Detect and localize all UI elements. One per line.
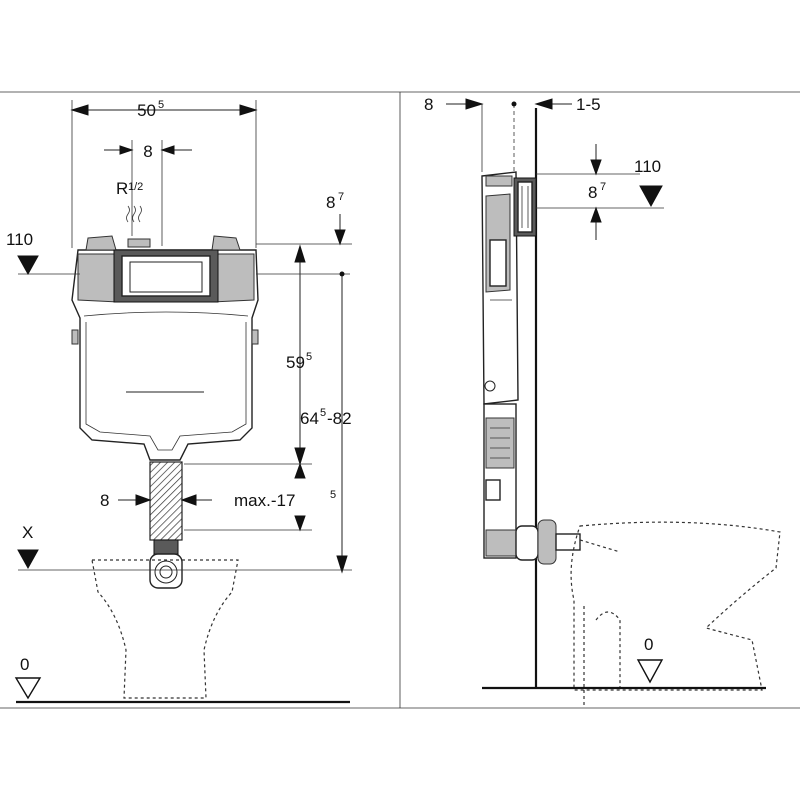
cistern-front xyxy=(71,196,259,461)
level-110-left-label: 110 xyxy=(6,230,33,249)
max-length-label: max.-17 xyxy=(234,491,295,510)
height-range-label-sup: 5 xyxy=(320,407,326,419)
width-label: 50 xyxy=(137,101,156,120)
toilet-bowl-side xyxy=(570,521,781,691)
max-length-label-sup: 5 xyxy=(330,489,336,501)
level-x-label: X xyxy=(22,523,33,542)
cistern-side xyxy=(481,171,537,405)
side-offset-label: 8 xyxy=(424,95,433,114)
height-range-label: 64 xyxy=(300,409,319,428)
floor-marker-left xyxy=(14,677,42,700)
frame-side xyxy=(483,403,517,559)
side-clearance-label: 8 xyxy=(588,183,597,202)
dimension-dot xyxy=(339,271,345,277)
toilet-bowl-front xyxy=(91,559,239,699)
side-dimension-dot xyxy=(511,101,517,107)
top-clearance-label: 8 xyxy=(326,193,335,212)
side-view: 8 1-5 110 8 7 0 xyxy=(424,95,781,706)
waste-connection-side xyxy=(515,519,581,565)
front-view: 50 5 8 R 1/2 110 8 7 59 5 64 5 xyxy=(6,99,352,704)
floor-marker-right xyxy=(636,659,664,684)
flush-pipe-front xyxy=(149,461,183,589)
width-label-sup: 5 xyxy=(158,99,164,111)
level-marker-left xyxy=(17,255,39,276)
level-marker-x xyxy=(17,549,39,570)
thread-fraction-label: 1/2 xyxy=(128,181,143,193)
flush-pipe-width-label: 8 xyxy=(100,491,109,510)
height-595-label: 59 xyxy=(286,353,305,372)
thread-label: R xyxy=(116,179,128,198)
side-clearance-label-sup: 7 xyxy=(600,181,606,193)
floor-left-label: 0 xyxy=(20,655,29,674)
level-110-right-label: 110 xyxy=(634,157,661,176)
inlet-offset-label: 8 xyxy=(143,142,152,161)
level-marker-right xyxy=(639,185,663,208)
height-range-label-rest: -82 xyxy=(327,409,352,428)
height-595-label-sup: 5 xyxy=(306,351,312,363)
wall-gap-label: 1-5 xyxy=(576,95,601,114)
top-clearance-label-sup: 7 xyxy=(338,191,344,203)
floor-right-label: 0 xyxy=(644,635,653,654)
